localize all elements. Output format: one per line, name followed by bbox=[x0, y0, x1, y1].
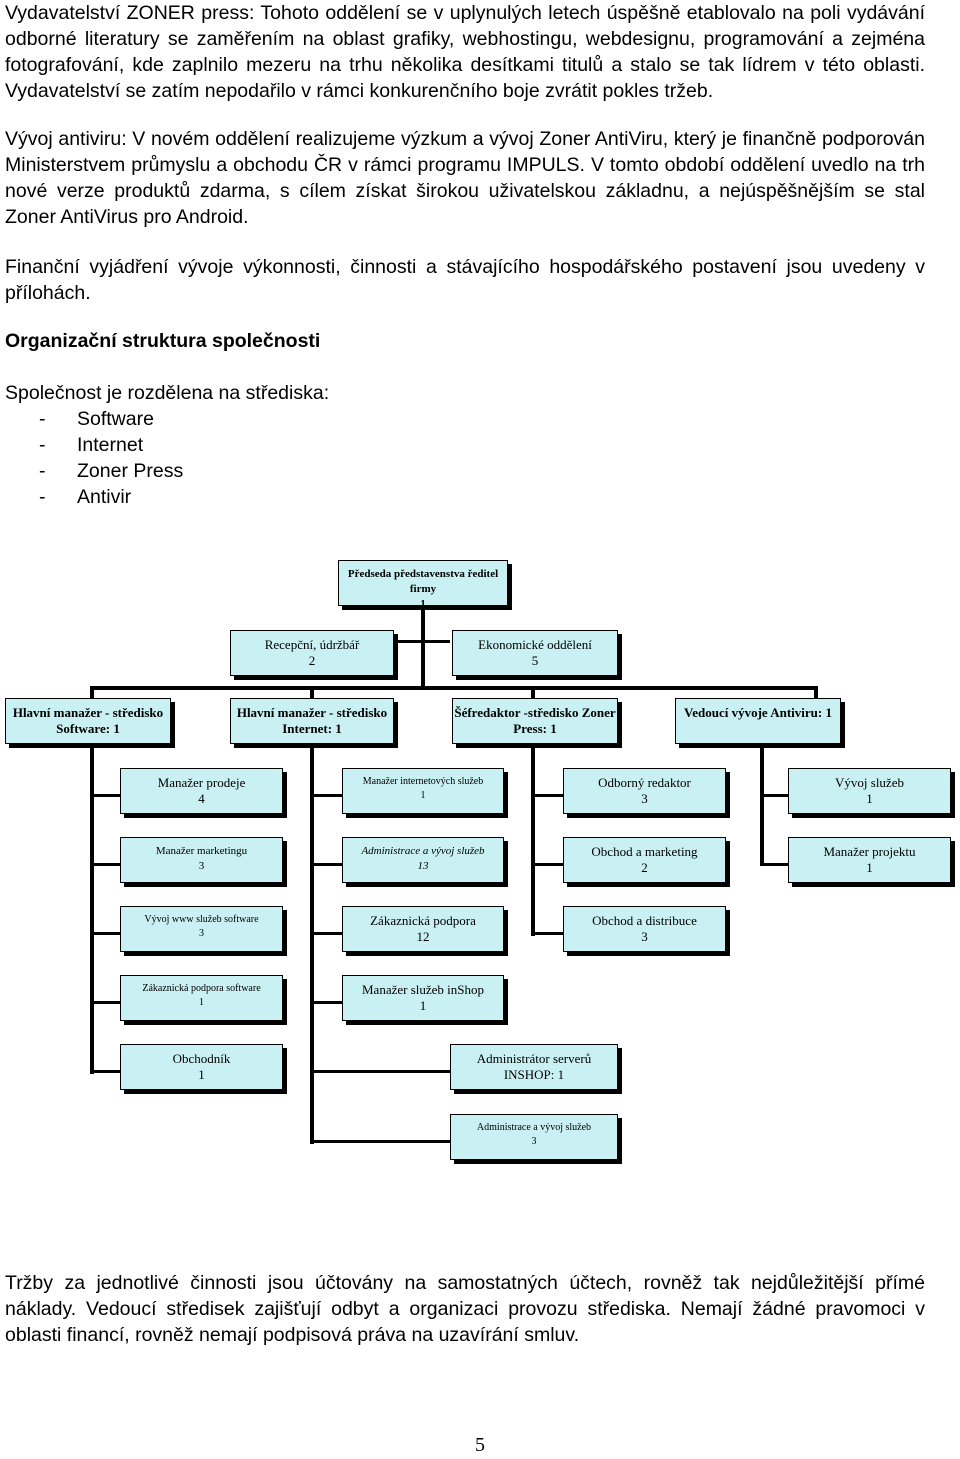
list-item: -Zoner Press bbox=[39, 460, 184, 482]
list-item: -Internet bbox=[39, 434, 144, 456]
org-chart: Předseda představenstva ředitel firmy 1 … bbox=[0, 540, 960, 1180]
paragraph-revenue: Tržby za jednotlivé činnosti jsou účtová… bbox=[5, 1272, 925, 1346]
paragraph-financial: Finanční vyjádření vývoje výkonnosti, či… bbox=[5, 256, 925, 304]
org-box-antivir-head: Vedoucí vývoje Antiviru: 1 bbox=[675, 698, 841, 744]
org-box-chairman: Předseda představenstva ředitel firmy 1 bbox=[338, 560, 508, 610]
paragraph-zoner-press: Vydavatelství ZONER press: Tohoto odděle… bbox=[5, 2, 925, 102]
paragraph-antivir: Vývoj antiviru: V novém oddělení realizu… bbox=[5, 128, 925, 228]
org-box-press-head: Šéfredaktor -středisko Zoner Press: 1 bbox=[452, 698, 618, 744]
org-box-internet-server-admin: Administrátor serverů INSHOP: 1 bbox=[450, 1044, 618, 1090]
paragraph-intro: Společnost je rozdělena na střediska: bbox=[5, 382, 330, 404]
org-box-reception: Recepční, údržbář 2 bbox=[230, 630, 394, 676]
list-item: -Software bbox=[39, 408, 154, 430]
list-item: -Antivir bbox=[39, 486, 132, 508]
page-number: 5 bbox=[475, 1434, 485, 1456]
org-box-internet-head: Hlavní manažer - středisko Internet: 1 bbox=[230, 698, 394, 744]
org-box-software-head: Hlavní manažer - středisko Software: 1 bbox=[5, 698, 171, 744]
section-heading: Organizační struktura společnosti bbox=[5, 330, 321, 352]
org-box-economic: Ekonomické oddělení 5 bbox=[452, 630, 618, 676]
centers-list: -Software -Internet -Zoner Press -Antivi… bbox=[5, 406, 183, 510]
